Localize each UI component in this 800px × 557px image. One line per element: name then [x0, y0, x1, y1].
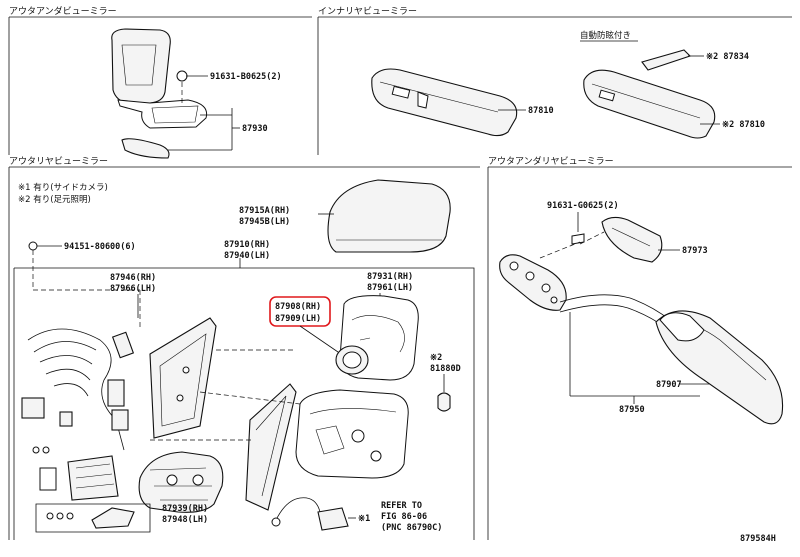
inner-mirror-assembly: 87810 自動防眩付き ※2 87834 ※2 87810 [371, 30, 765, 139]
label-87973: 87973 [682, 246, 708, 256]
label-87966: 87966(LH) [110, 284, 156, 294]
label-87961: 87961(LH) [367, 283, 413, 293]
label-87910: 87910(RH) [224, 240, 270, 250]
label-87930: 87930 [242, 124, 268, 134]
refer-line-1: REFER TO [381, 501, 422, 511]
label-87946: 87946(RH) [110, 273, 156, 283]
outer-under-mirror-assembly: 91631-B0625(2) 87930 [111, 28, 282, 159]
section-outer-rear-mirror: アウタリヤビューミラー ※1 有り(サイドカメラ) ※2 有り(足元照明) [8, 156, 480, 540]
note-foot-light: ※2 有り(足元照明) [18, 194, 91, 205]
section-inner-mirror: インナリヤビューミラー [317, 6, 792, 155]
section-title-outer-mirror-top: アウタアンダビューミラー [9, 5, 117, 17]
label-87939: 87939(RH) [162, 504, 208, 514]
label-87931: 87931(RH) [367, 272, 413, 282]
label-87945b: 87945B(LH) [239, 217, 290, 227]
refer-line-3: (PNC 86790C) [381, 523, 442, 533]
label-87909: 87909(LH) [275, 314, 321, 324]
outer-rear-mirror-assembly: 87915A(RH) 87945B(LH) 87910(RH) 87940(LH… [13, 179, 475, 540]
section-title-outer-under-mirror: アウタアンダリヤビューミラー [488, 155, 614, 167]
section-title-outer-rear-mirror: アウタリヤビューミラー [9, 156, 108, 167]
section-outer-mirror-top: アウタアンダビューミラー [8, 5, 312, 155]
label-auto-dimming: 自動防眩付き [580, 30, 631, 41]
refer-line-2: FIG 86-06 [381, 512, 427, 522]
label-81880d: 81880D [430, 364, 461, 374]
label-87940: 87940(LH) [224, 251, 270, 261]
label-87810-dimming: ※2 87810 [722, 120, 765, 130]
label-87950: 87950 [619, 405, 645, 415]
label-87908: 87908(RH) [275, 302, 321, 312]
outer-under-rear-mirror-assembly: 91631-G0625(2) 87973 87907 87950 [499, 201, 784, 425]
label-87834: ※2 87834 [706, 52, 749, 62]
figure-id: 879584H [740, 534, 776, 544]
label-87907: 87907 [656, 380, 682, 390]
label-star2-81880: ※2 [430, 353, 442, 363]
label-star1-camera: ※1 [358, 514, 370, 524]
label-91631-b0625: 91631-B0625(2) [210, 72, 282, 82]
section-title-inner-mirror: インナリヤビューミラー [318, 6, 417, 17]
section-outer-under-mirror-right: アウタアンダリヤビューミラー [487, 155, 792, 540]
label-94151-80600: 94151-80600(6) [64, 242, 136, 252]
label-87810-standard: 87810 [528, 106, 554, 116]
label-87915a: 87915A(RH) [239, 206, 290, 216]
label-87948: 87948(LH) [162, 515, 208, 525]
label-91631-g0625: 91631-G0625(2) [547, 201, 619, 211]
note-side-camera: ※1 有り(サイドカメラ) [18, 182, 108, 193]
